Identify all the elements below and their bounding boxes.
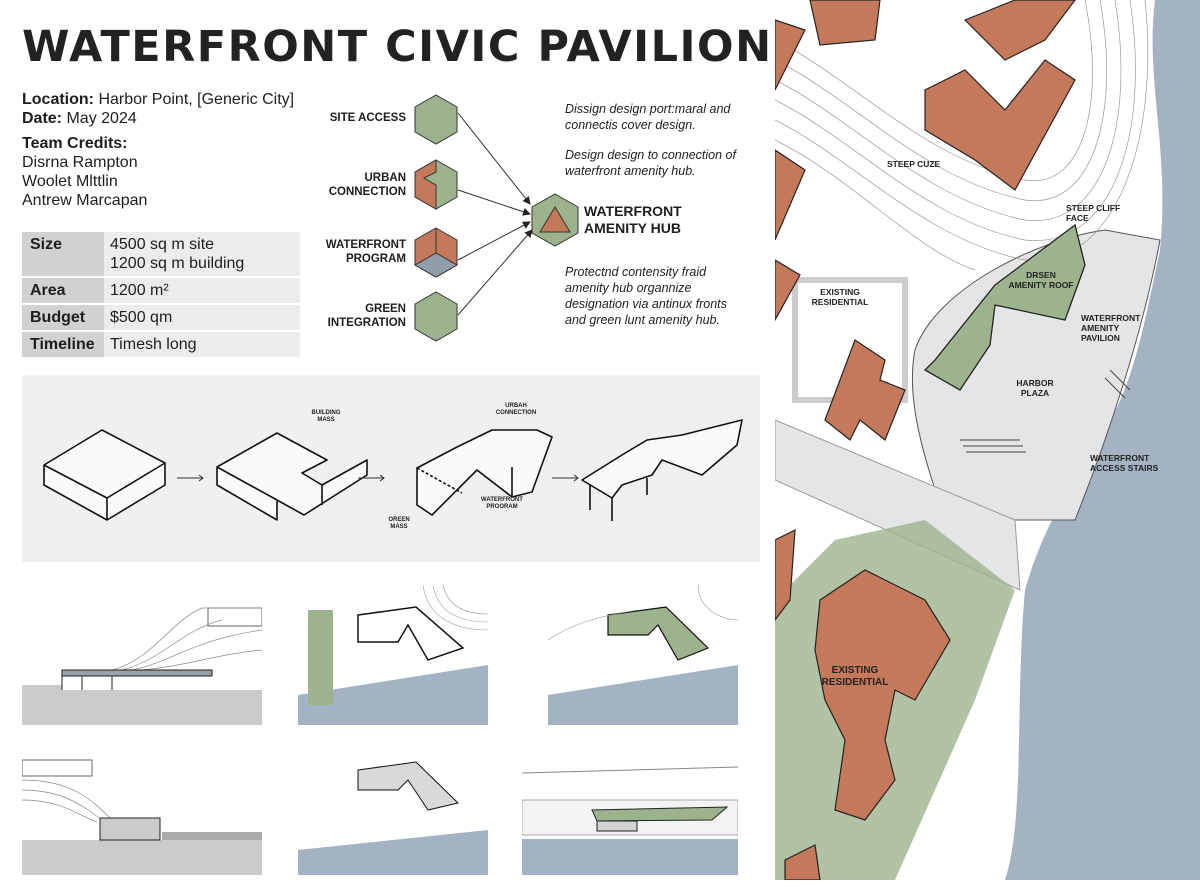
- label-harbor-plaza: HARBOR PLAZA: [1016, 378, 1054, 398]
- site-plan-3: [298, 735, 488, 875]
- green-integration-hex: [414, 291, 458, 342]
- label-green-mass: OREEN MASS: [388, 517, 410, 530]
- site-access-hex: [414, 94, 458, 145]
- team-member: Disrna Rampton: [22, 154, 138, 171]
- site-plan-1: [298, 580, 488, 725]
- label-steep-cuze: STEEP CUZE: [887, 159, 941, 169]
- team-member: Antrew Marcapan: [22, 192, 148, 209]
- label-green-integration: GREEN INTEGRATION: [327, 303, 406, 329]
- team-credits: Team Credits: Disrna Rampton Woolet Mltt…: [22, 134, 147, 210]
- massing-diagram-panel: [22, 375, 760, 562]
- site-plan-2: [548, 580, 738, 725]
- section-drawing-1: [22, 607, 262, 725]
- concept-diagram: [413, 94, 579, 342]
- date: May 2024: [66, 110, 137, 127]
- massing-step-1: [43, 429, 166, 521]
- label-existing-residential: EXISTING RESIDENTIAL: [811, 287, 869, 307]
- label-waterfront-program: WATERFRONT PROGRAM: [325, 239, 406, 265]
- label-pavilion: WATERFRONT AMENITY PAVILION: [1081, 313, 1141, 343]
- site-map: [775, 0, 1200, 880]
- location-line: Location: Harbor Point, [Generic City]: [22, 91, 295, 108]
- team-heading: Team Credits:: [22, 135, 128, 152]
- massing-step-2: [216, 432, 368, 521]
- massing-sequence: [43, 419, 743, 521]
- concept-note: Protectnd contensity fraid amenity hub o…: [565, 265, 727, 327]
- elevation-drawing: [522, 745, 738, 875]
- label-amenity-roof: DRSEN AMENITY ROOF: [1008, 270, 1074, 290]
- date-line: Date: May 2024: [22, 110, 137, 127]
- location: Harbor Point, [Generic City]: [98, 91, 295, 108]
- label-existing-residential-2: EXISTING RESIDENTIAL: [821, 665, 889, 688]
- label-urban-connection: URBAN CONNECTION: [328, 172, 406, 198]
- label-urban-connection-mass: URBAH CONNECTION: [495, 403, 537, 416]
- hub-label: WATERFRONT AMENITY HUB: [584, 203, 682, 236]
- roof: [923, 223, 1086, 391]
- massing-step-3: [416, 429, 553, 516]
- spec-row: Budget$500 qm: [22, 305, 300, 330]
- concept-note: Dissign design port:maral and connectis …: [565, 102, 731, 132]
- concept-note: Design design to connection of waterfron…: [565, 148, 736, 178]
- label-steep-cliff: STEEP CLIFF FACE: [1066, 203, 1121, 223]
- arrows: [177, 474, 579, 482]
- massing-step-4: [581, 419, 743, 521]
- label-access-stairs: WATERFRONT ACCESS STAIRS: [1090, 453, 1159, 473]
- label-waterfront-program-mass: WATERFRONT PROORAM: [481, 497, 523, 510]
- team-member: Woolet Mlttlin: [22, 173, 118, 190]
- section-drawing-2: [22, 759, 262, 875]
- page-title: WATERFRONT CIVIC PAVILION: [22, 22, 773, 72]
- label-building-mass: BUILDING MASS: [311, 410, 341, 423]
- label-site-access: SITE ACCESS: [329, 112, 406, 124]
